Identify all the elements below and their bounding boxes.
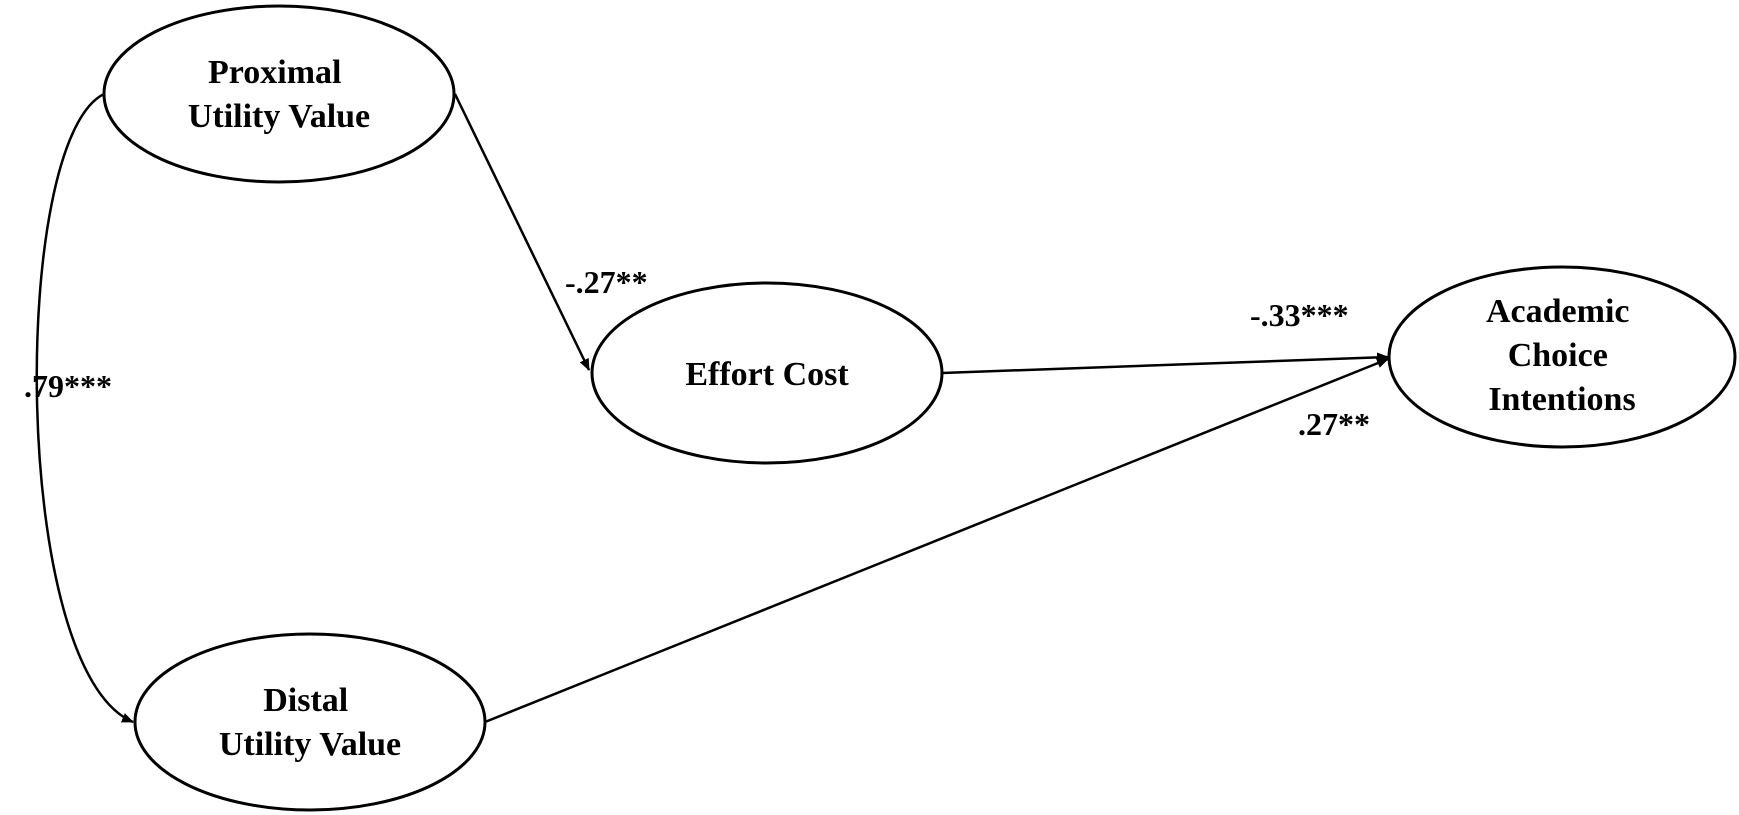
svg-text:Distal Utility Value: Distal Utility Value bbox=[219, 682, 401, 763]
node-proximal-line-1: Proximal bbox=[208, 54, 341, 91]
svg-text:Effort Cost: Effort Cost bbox=[685, 356, 849, 393]
coef-distal-academic: .27** bbox=[1298, 406, 1370, 442]
node-proximal-line-2: Utility Value bbox=[188, 98, 370, 135]
node-academic-line-2: Choice bbox=[1508, 337, 1608, 374]
node-effort-line-1: Effort Cost bbox=[685, 356, 849, 393]
edge-proximal-effort bbox=[453, 93, 591, 371]
svg-text:Academic Choice In: Academic Choice Intentions bbox=[1486, 293, 1638, 418]
coef-proximal-effort: -.27** bbox=[565, 264, 648, 300]
edge-proximal-distal bbox=[35, 84, 134, 724]
node-academic-line-1: Academic bbox=[1486, 293, 1630, 330]
node-distal-utility-value: Distal Utility Value bbox=[133, 632, 487, 812]
node-distal-line-1: Distal bbox=[263, 682, 348, 719]
node-academic-line-3: Intentions bbox=[1488, 381, 1635, 418]
coef-proximal-distal: .79*** bbox=[24, 368, 112, 404]
node-academic-choice-intentions: Academic Choice Intentions bbox=[1387, 265, 1737, 449]
coef-effort-academic: -.33*** bbox=[1250, 297, 1349, 333]
node-proximal-utility-value: Proximal Utility Value bbox=[102, 4, 456, 184]
edge-distal-academic bbox=[484, 357, 1389, 724]
edge-effort-academic bbox=[941, 352, 1389, 375]
node-distal-line-2: Utility Value bbox=[219, 726, 401, 763]
node-effort-cost: Effort Cost bbox=[590, 281, 944, 465]
svg-text:Proximal Utility Value: Proximal Utility Value bbox=[188, 54, 370, 135]
